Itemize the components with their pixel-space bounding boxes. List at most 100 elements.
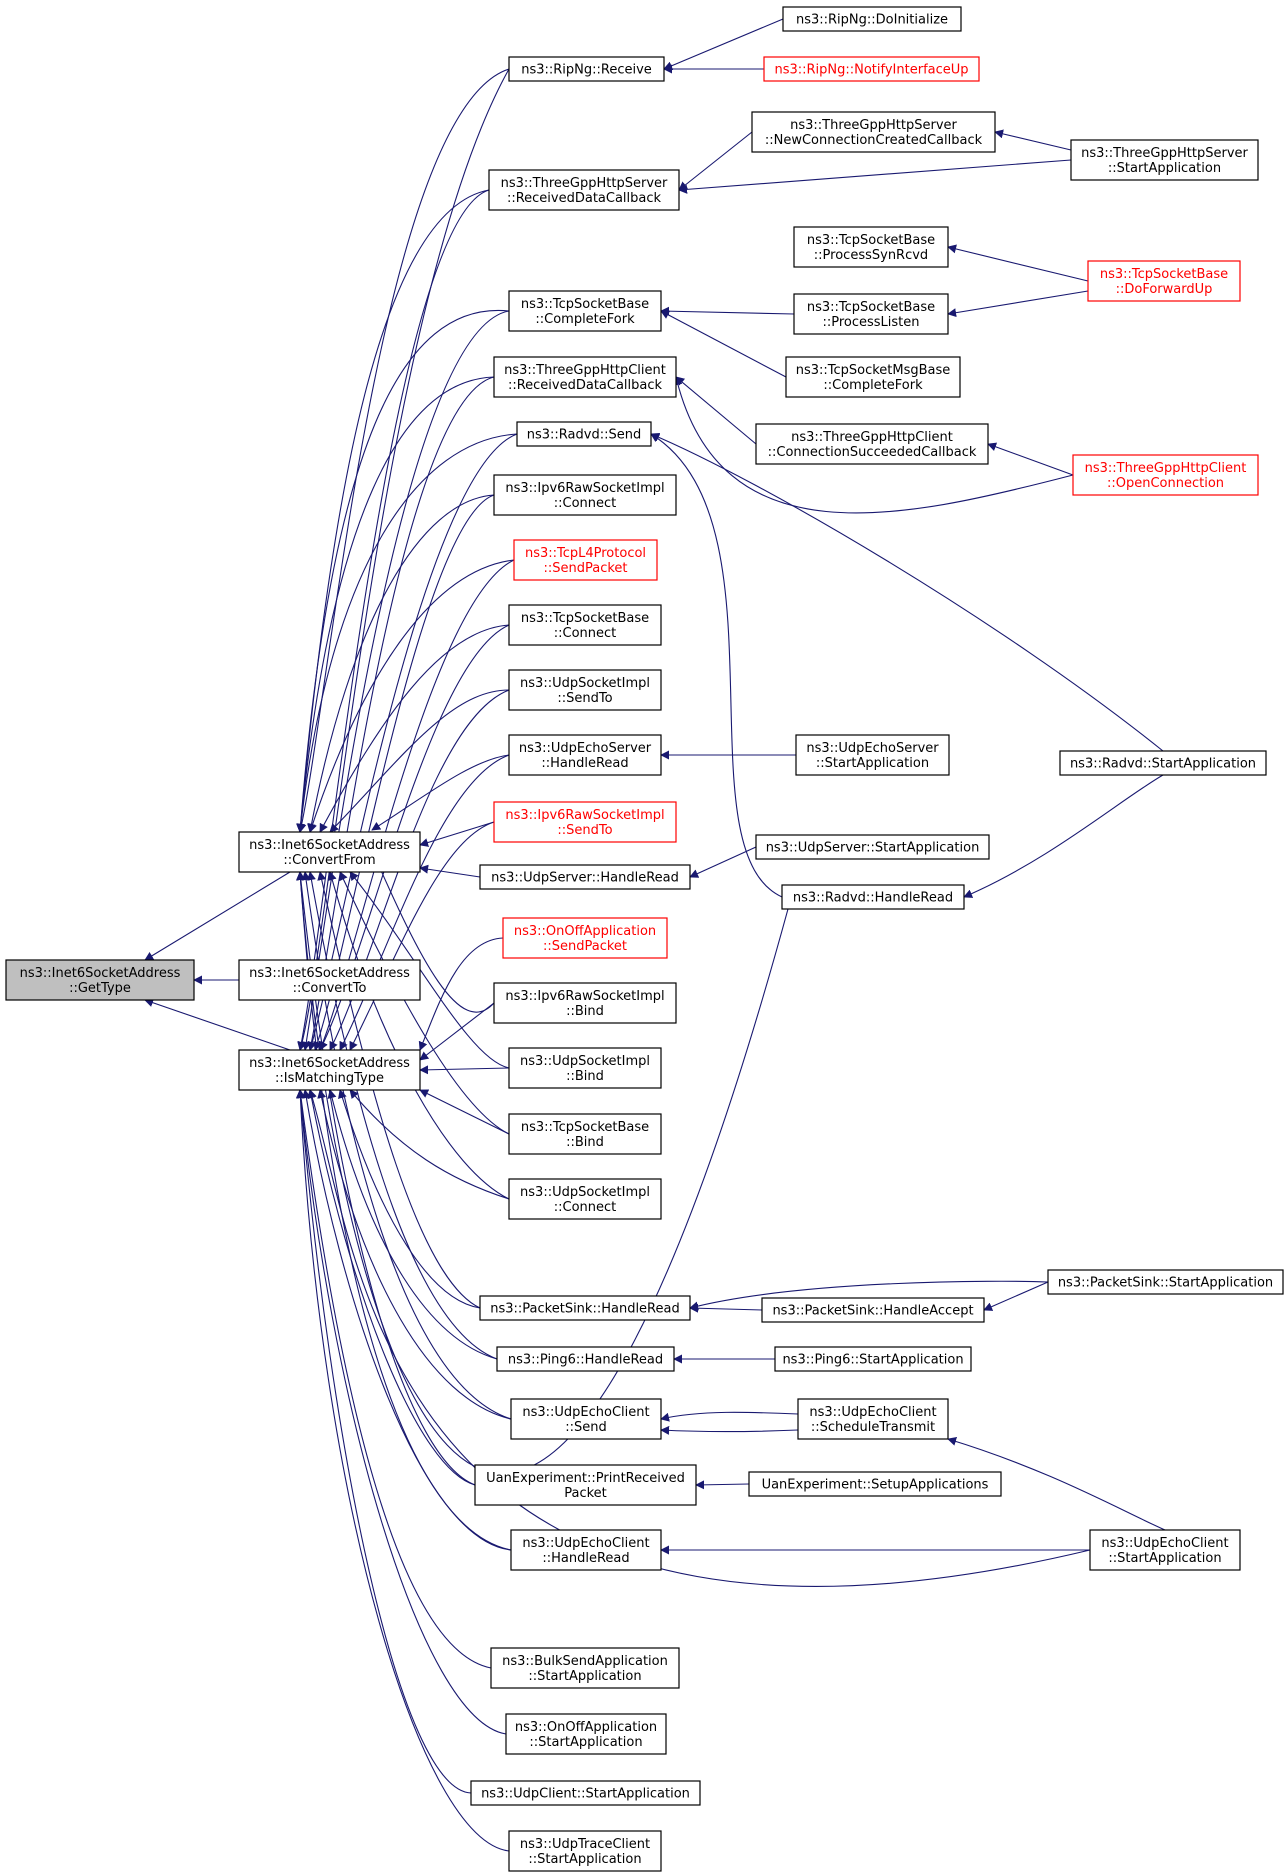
node-box[interactable] bbox=[1087, 260, 1241, 302]
node-box[interactable] bbox=[508, 734, 662, 776]
node-tcpl4send[interactable]: ns3::TcpL4Protocol::SendPacket bbox=[513, 539, 658, 581]
node-tcpbind[interactable]: ns3::TcpSocketBase::Bind bbox=[508, 1113, 662, 1155]
node-box[interactable] bbox=[1047, 1269, 1284, 1295]
node-tcpfwdup[interactable]: ns3::TcpSocketBase::DoForwardUp bbox=[1087, 260, 1241, 302]
node-box[interactable] bbox=[493, 474, 677, 516]
node-tcpmsgcomplete[interactable]: ns3::TcpSocketMsgBase::CompleteFork bbox=[785, 356, 961, 398]
node-ipv6rawconn[interactable]: ns3::Ipv6RawSocketImpl::Connect bbox=[493, 474, 677, 516]
node-echoclistart[interactable]: ns3::UdpEchoClient::StartApplication bbox=[1089, 1529, 1241, 1571]
node-box[interactable] bbox=[5, 959, 195, 1001]
node-onoffsend[interactable]: ns3::OnOffApplication::SendPacket bbox=[502, 917, 668, 959]
node-ping6read[interactable]: ns3::Ping6::HandleRead bbox=[496, 1346, 675, 1372]
node-tcplisten[interactable]: ns3::TcpSocketBase::ProcessListen bbox=[793, 293, 949, 335]
node-ipv6rawbind[interactable]: ns3::Ipv6RawSocketImpl::Bind bbox=[493, 982, 677, 1024]
node-radvdread[interactable]: ns3::Radvd::HandleRead bbox=[781, 884, 965, 910]
node-echocliread[interactable]: ns3::UdpEchoClient::HandleRead bbox=[510, 1529, 662, 1571]
node-convertfrom[interactable]: ns3::Inet6SocketAddress::ConvertFrom bbox=[238, 831, 421, 873]
node-box[interactable] bbox=[785, 356, 961, 398]
node-radvdstart[interactable]: ns3::Radvd::StartApplication bbox=[1059, 750, 1267, 776]
node-box[interactable] bbox=[508, 1178, 662, 1220]
node-box[interactable] bbox=[508, 1830, 662, 1872]
node-box[interactable] bbox=[751, 111, 996, 153]
node-box[interactable] bbox=[516, 421, 652, 447]
node-box[interactable] bbox=[782, 6, 962, 32]
node-box[interactable] bbox=[508, 604, 662, 646]
node-httpcliconn[interactable]: ns3::ThreeGppHttpClient::ConnectionSucce… bbox=[755, 423, 989, 465]
node-box[interactable] bbox=[488, 169, 680, 211]
node-tcpcomplete[interactable]: ns3::TcpSocketBase::CompleteFork bbox=[508, 290, 662, 332]
node-udpsendto[interactable]: ns3::UdpSocketImpl::SendTo bbox=[508, 669, 662, 711]
node-radvdsend[interactable]: ns3::Radvd::Send bbox=[516, 421, 652, 447]
node-udpsrvstart[interactable]: ns3::UdpServer::StartApplication bbox=[755, 834, 990, 860]
node-tcpconnect[interactable]: ns3::TcpSocketBase::Connect bbox=[508, 604, 662, 646]
node-box[interactable] bbox=[493, 982, 677, 1024]
node-ipv6rawsendto[interactable]: ns3::Ipv6RawSocketImpl::SendTo bbox=[493, 801, 677, 843]
node-box[interactable] bbox=[508, 56, 665, 82]
node-udpsrvread[interactable]: ns3::UdpServer::HandleRead bbox=[479, 864, 691, 890]
node-box[interactable] bbox=[763, 56, 980, 82]
node-box[interactable] bbox=[470, 1780, 701, 1806]
node-gettype[interactable]: ns3::Inet6SocketAddress::GetType bbox=[5, 959, 195, 1001]
node-box[interactable] bbox=[508, 1047, 662, 1089]
node-box[interactable] bbox=[496, 1346, 675, 1372]
node-box[interactable] bbox=[508, 669, 662, 711]
node-box[interactable] bbox=[774, 1346, 972, 1372]
node-ripngrecv[interactable]: ns3::RipNg::Receive bbox=[508, 56, 665, 82]
node-box[interactable] bbox=[508, 1113, 662, 1155]
node-sinkstart[interactable]: ns3::PacketSink::StartApplication bbox=[1047, 1269, 1284, 1295]
node-echosrvstart[interactable]: ns3::UdpEchoServer::StartApplication bbox=[795, 734, 950, 776]
node-box[interactable] bbox=[795, 734, 950, 776]
node-box[interactable] bbox=[505, 1713, 667, 1755]
node-box[interactable] bbox=[793, 226, 949, 268]
node-box[interactable] bbox=[493, 356, 677, 398]
node-box[interactable] bbox=[513, 539, 658, 581]
node-box[interactable] bbox=[748, 1471, 1002, 1497]
node-box[interactable] bbox=[238, 959, 421, 1001]
node-httpcliopen[interactable]: ns3::ThreeGppHttpClient::OpenConnection bbox=[1072, 454, 1259, 496]
node-convertto[interactable]: ns3::Inet6SocketAddress::ConvertTo bbox=[238, 959, 421, 1001]
node-onoffstart[interactable]: ns3::OnOffApplication::StartApplication bbox=[505, 1713, 667, 1755]
node-box[interactable] bbox=[474, 1464, 697, 1506]
node-box[interactable] bbox=[797, 1398, 949, 1440]
node-tcpsynrcvd[interactable]: ns3::TcpSocketBase::ProcessSynRcvd bbox=[793, 226, 949, 268]
node-box[interactable] bbox=[1089, 1529, 1241, 1571]
node-uansetup[interactable]: UanExperiment::SetupApplications bbox=[748, 1471, 1002, 1497]
node-echoclisched[interactable]: ns3::UdpEchoClient::ScheduleTransmit bbox=[797, 1398, 949, 1440]
node-sinkread[interactable]: ns3::PacketSink::HandleRead bbox=[479, 1295, 691, 1321]
node-echosrvread[interactable]: ns3::UdpEchoServer::HandleRead bbox=[508, 734, 662, 776]
node-box[interactable] bbox=[479, 864, 691, 890]
node-httpsrvrecv[interactable]: ns3::ThreeGppHttpServer::ReceivedDataCal… bbox=[488, 169, 680, 211]
node-sinkaccept[interactable]: ns3::PacketSink::HandleAccept bbox=[761, 1297, 985, 1323]
node-ismatching[interactable]: ns3::Inet6SocketAddress::IsMatchingType bbox=[238, 1049, 421, 1091]
node-httpsrvstart[interactable]: ns3::ThreeGppHttpServer::StartApplicatio… bbox=[1070, 139, 1259, 181]
node-box[interactable] bbox=[761, 1297, 985, 1323]
node-httpsrvnew[interactable]: ns3::ThreeGppHttpServer::NewConnectionCr… bbox=[751, 111, 996, 153]
node-udpconnect[interactable]: ns3::UdpSocketImpl::Connect bbox=[508, 1178, 662, 1220]
node-box[interactable] bbox=[510, 1398, 662, 1440]
node-box[interactable] bbox=[755, 423, 989, 465]
node-box[interactable] bbox=[479, 1295, 691, 1321]
node-ping6start[interactable]: ns3::Ping6::StartApplication bbox=[774, 1346, 972, 1372]
node-box[interactable] bbox=[238, 1049, 421, 1091]
node-ripnginit[interactable]: ns3::RipNg::DoInitialize bbox=[782, 6, 962, 32]
node-udpclistart[interactable]: ns3::UdpClient::StartApplication bbox=[470, 1780, 701, 1806]
node-box[interactable] bbox=[508, 290, 662, 332]
node-box[interactable] bbox=[781, 884, 965, 910]
node-bulkstart[interactable]: ns3::BulkSendApplication::StartApplicati… bbox=[490, 1647, 680, 1689]
node-echoclisend[interactable]: ns3::UdpEchoClient::Send bbox=[510, 1398, 662, 1440]
node-ripngnotify[interactable]: ns3::RipNg::NotifyInterfaceUp bbox=[763, 56, 980, 82]
node-box[interactable] bbox=[490, 1647, 680, 1689]
node-box[interactable] bbox=[1059, 750, 1267, 776]
node-udptracestart[interactable]: ns3::UdpTraceClient::StartApplication bbox=[508, 1830, 662, 1872]
node-httpclirecv[interactable]: ns3::ThreeGppHttpClient::ReceivedDataCal… bbox=[493, 356, 677, 398]
node-udpbind[interactable]: ns3::UdpSocketImpl::Bind bbox=[508, 1047, 662, 1089]
node-box[interactable] bbox=[510, 1529, 662, 1571]
node-box[interactable] bbox=[238, 831, 421, 873]
node-box[interactable] bbox=[502, 917, 668, 959]
node-box[interactable] bbox=[1070, 139, 1259, 181]
node-box[interactable] bbox=[755, 834, 990, 860]
node-box[interactable] bbox=[1072, 454, 1259, 496]
node-box[interactable] bbox=[793, 293, 949, 335]
node-box[interactable] bbox=[493, 801, 677, 843]
